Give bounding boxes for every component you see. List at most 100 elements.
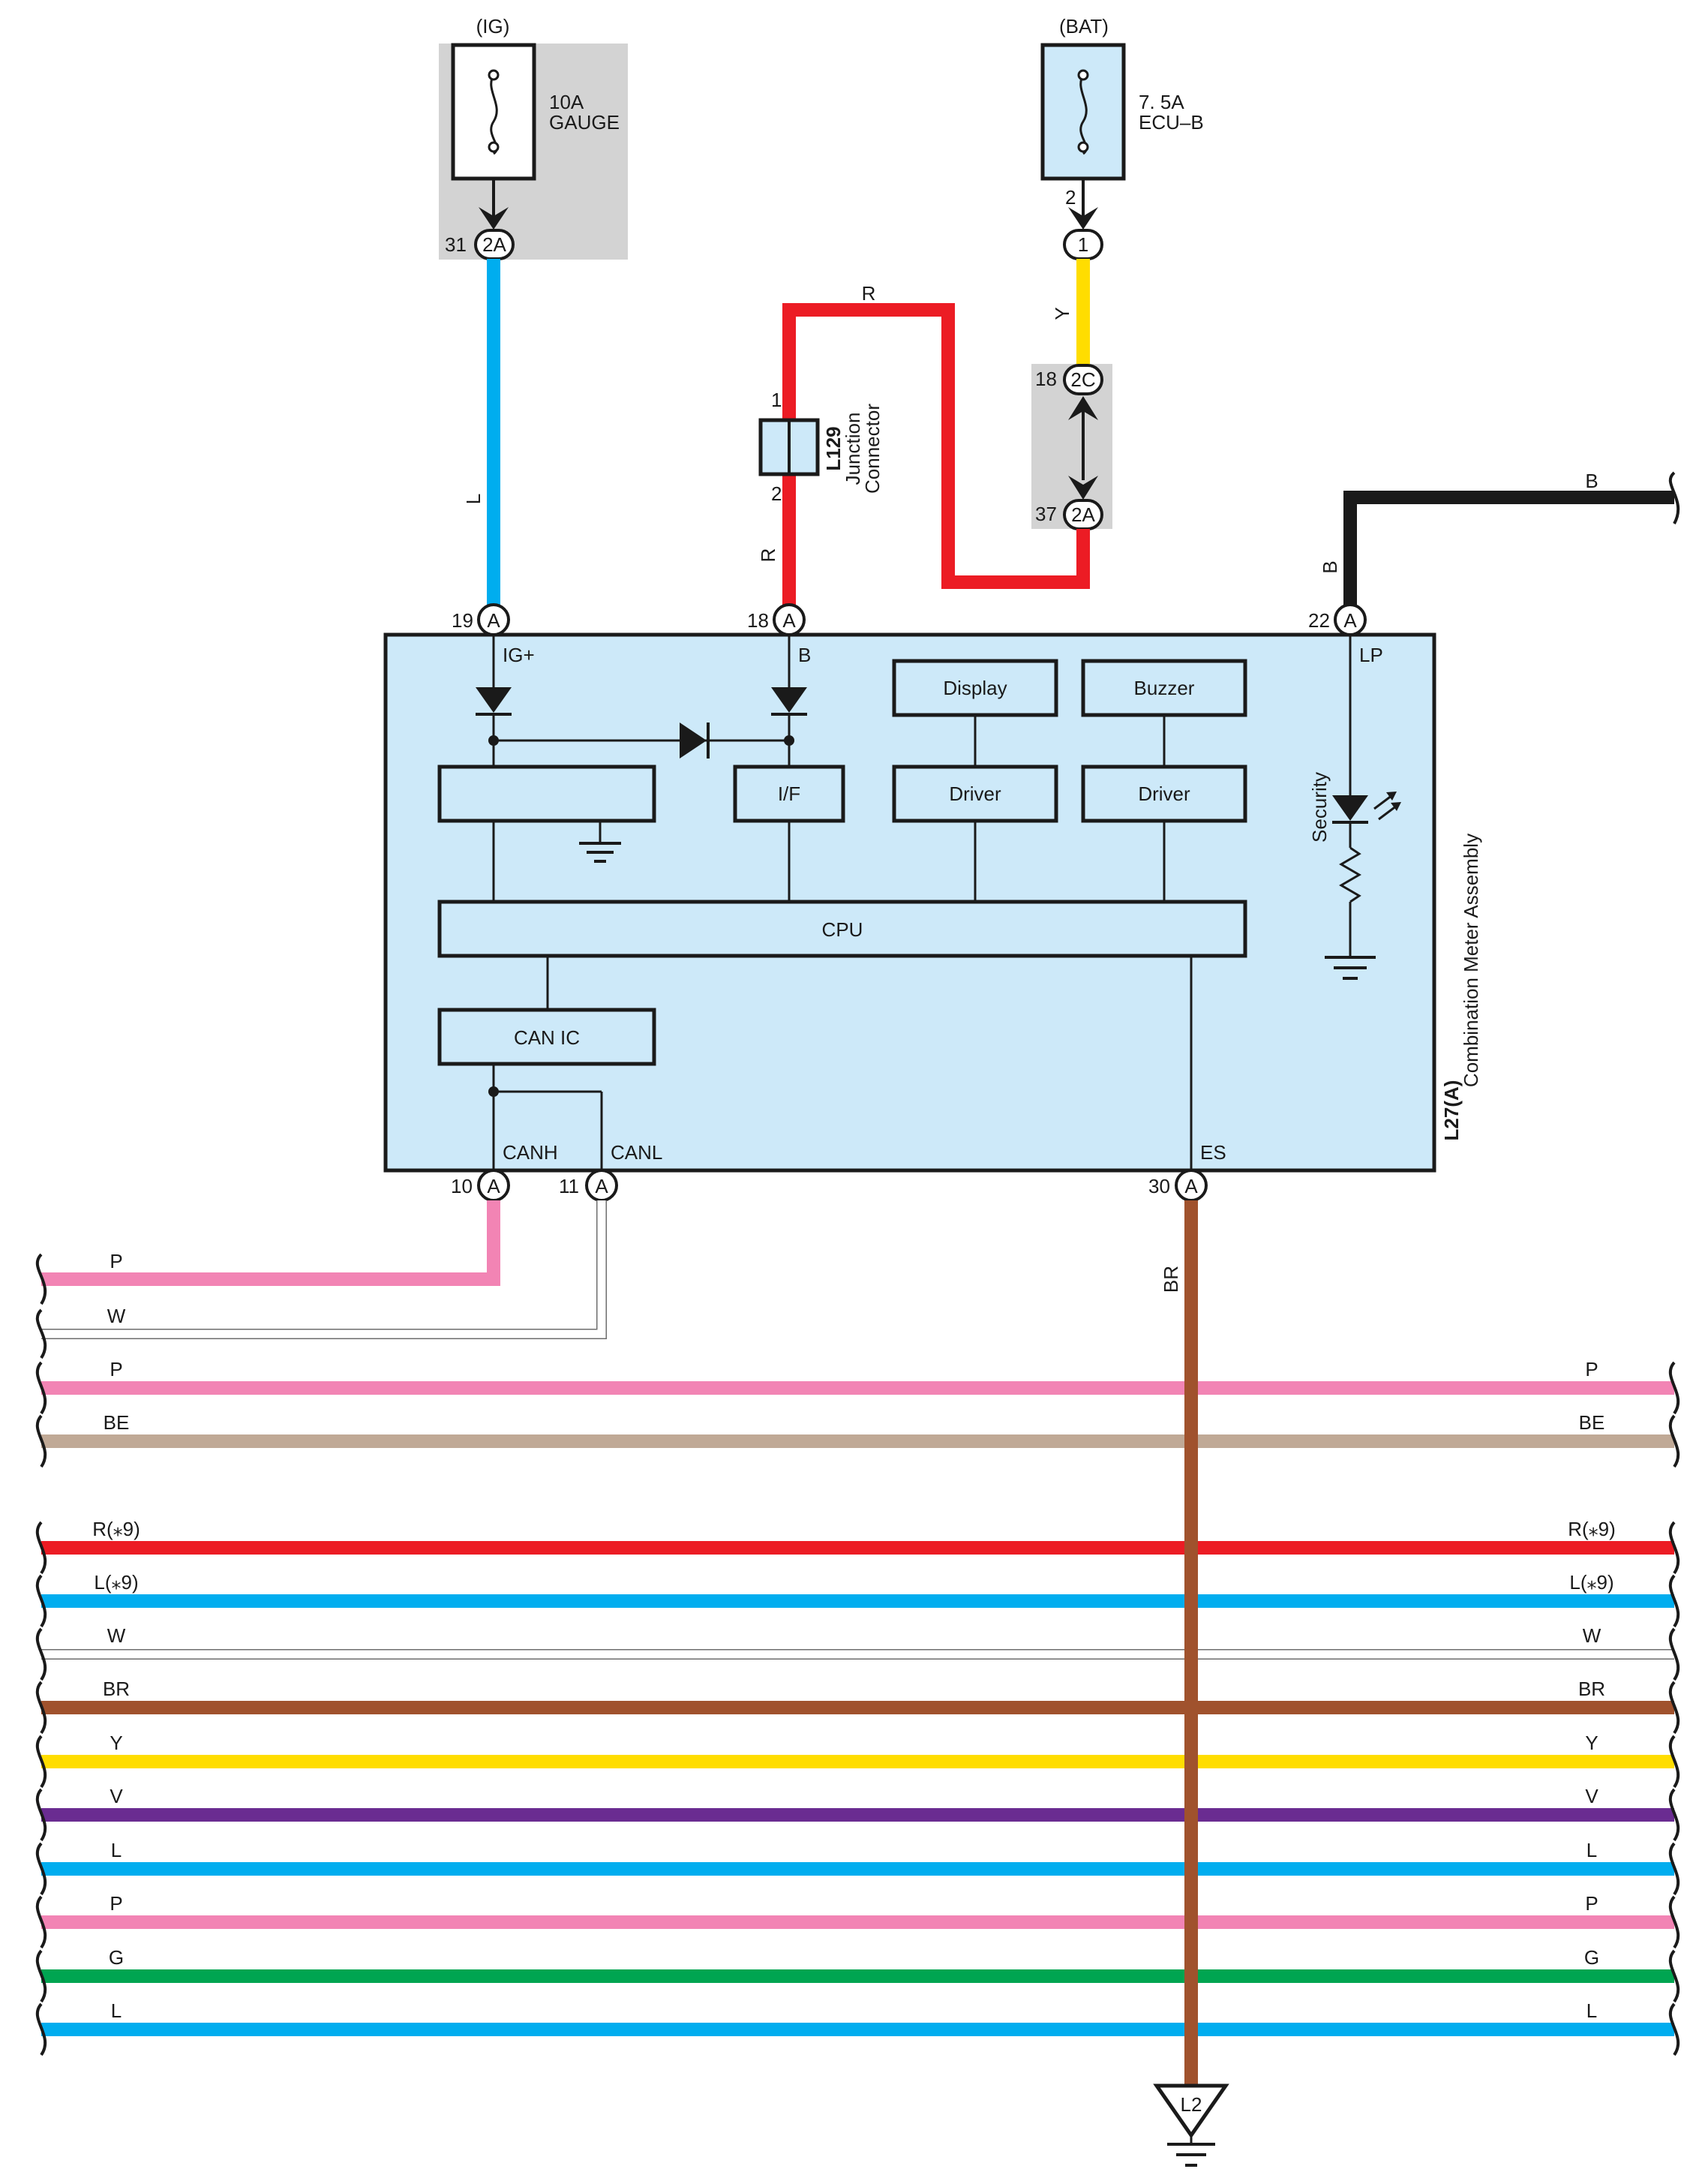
wire-break-icon — [35, 1681, 47, 1735]
junction-pin-bottom: 37 — [1035, 503, 1057, 525]
bus-wire-left-label: BR — [103, 1678, 130, 1700]
bat-wire-label: Y — [1051, 307, 1073, 320]
b-diode-icon — [771, 687, 807, 713]
buzzer-block — [1081, 659, 1247, 717]
l129-code: L129 — [822, 426, 845, 470]
ig-connector-label: 2A — [482, 233, 506, 256]
bat-source-label: (BAT) — [1059, 15, 1109, 38]
b-wire-top-label: R — [862, 282, 876, 305]
ground-label: L2 — [1181, 2093, 1202, 2116]
pin-canl-label: CANL — [611, 1141, 662, 1164]
bat-fuse-name: ECU–B — [1139, 111, 1204, 134]
wire-break-icon — [35, 1574, 47, 1628]
display-label: Display — [943, 677, 1007, 699]
lp-wire-break-icon — [1668, 471, 1680, 524]
bat-connector-label: 1 — [1078, 233, 1088, 256]
wire-break-icon — [1668, 1521, 1680, 1575]
bat-fuse-amp: 7. 5A — [1139, 91, 1184, 113]
security-resistor-icon — [1339, 846, 1361, 903]
bat-arrow-icon — [1068, 207, 1098, 230]
canh-wire-label: P — [110, 1250, 122, 1272]
pin-b-label: B — [798, 644, 811, 666]
pin-canl: CANL 11 A — [559, 1141, 662, 1202]
pin-canl-conn: A — [595, 1175, 608, 1197]
bus-wire-left-label: R(⁎9) — [92, 1518, 140, 1540]
ig-fuse — [451, 43, 536, 181]
junction-pin-top: 18 — [1035, 368, 1057, 390]
ig-source-label: (IG) — [476, 15, 510, 38]
pin-b-number: 18 — [747, 609, 769, 632]
canl-wire-break-icon — [35, 1308, 47, 1359]
bus-wire-left-label: P — [110, 1358, 122, 1380]
wire-break-icon — [1668, 2002, 1680, 2056]
ig-diode-icon — [476, 687, 512, 713]
bus-wire-right-label: L — [1586, 1839, 1597, 1861]
pin-b: 18 A B — [747, 603, 811, 690]
lp-wire-side-label: B — [1319, 560, 1341, 573]
pin-es-conn: A — [1184, 1175, 1198, 1197]
pin-ig: 19 A IG+ — [452, 603, 535, 690]
wire-break-icon — [35, 1361, 47, 1415]
wire-break-icon — [35, 1788, 47, 1842]
bat-fuse-pin: 2 — [1065, 186, 1076, 209]
wire-break-icon — [35, 1627, 47, 1681]
canl-wire — [41, 1200, 606, 1338]
pin-lp-label: LP — [1359, 644, 1383, 666]
bus-wire-right-label: W — [1583, 1624, 1601, 1647]
bus-wire-right-label: Y — [1585, 1732, 1598, 1754]
bus-wire-right-label: G — [1584, 1946, 1599, 1969]
pin-canl-number: 11 — [559, 1175, 579, 1197]
led-light-rays-icon — [1373, 792, 1401, 821]
ground-icon — [1167, 2135, 1215, 2167]
wire-break-icon — [35, 1949, 47, 2003]
display-driver-label: Driver — [949, 783, 1001, 805]
internal-ground-icon — [579, 842, 621, 863]
bus-wire-left-label: L — [111, 1999, 122, 2022]
canh-wire-break-icon — [35, 1253, 47, 1305]
ig-arrow-icon — [479, 207, 509, 230]
ig-fuse-amp: 10A — [549, 91, 584, 113]
wire-break-icon — [1668, 1735, 1680, 1789]
buzzer-driver-block — [1081, 765, 1247, 823]
bat-fuse — [1040, 43, 1126, 181]
security-led-icon — [1332, 795, 1368, 821]
pin-b-conn: A — [782, 609, 796, 632]
display-block — [892, 659, 1058, 717]
ig-pin-number: 31 — [445, 233, 467, 256]
junction-conn-bottom-label: 2A — [1071, 503, 1095, 526]
wire-break-icon — [1668, 1414, 1680, 1468]
module-name: Combination Meter Assembly — [1460, 834, 1482, 1087]
bus-wire-right-label: P — [1585, 1358, 1598, 1380]
interface-label: I/F — [778, 783, 800, 805]
pin-canh-conn: A — [487, 1175, 500, 1197]
l129-name-line1: Junction — [842, 413, 864, 485]
cpu-label: CPU — [822, 918, 863, 941]
wire-break-icon — [1668, 1842, 1680, 1896]
ground-triangle — [1153, 2083, 1229, 2139]
bus-wire-right-label: BR — [1578, 1678, 1605, 1700]
pin-lp: 22 A LP — [1308, 603, 1383, 795]
pin-ig-number: 19 — [452, 609, 473, 632]
bus-wire-left-label: BE — [104, 1411, 130, 1434]
bus-wire-right-label: L — [1586, 1999, 1597, 2022]
wire-break-icon — [1668, 1574, 1680, 1628]
bus-wire-right-label: P — [1585, 1892, 1598, 1915]
canl-wire-label: W — [107, 1305, 126, 1327]
pin-lp-conn: A — [1343, 609, 1357, 632]
wire-break-icon — [1668, 1361, 1680, 1415]
wire-break-icon — [35, 1521, 47, 1575]
l129-name-line2: Connector — [861, 404, 884, 494]
bus-wire-left-label: G — [109, 1946, 124, 1969]
pin-es: ES 30 A — [1148, 1141, 1226, 1202]
junction-conn-top-label: 2C — [1070, 368, 1095, 391]
pin-es-label: ES — [1200, 1141, 1226, 1164]
cpu-block — [437, 900, 1247, 958]
wire-break-icon — [1668, 1681, 1680, 1735]
wire-break-icon — [35, 1842, 47, 1896]
pin-canh: CANH 10 A — [451, 1141, 558, 1202]
junction-up-arrow-icon — [1068, 396, 1098, 420]
bus-wire-left-label: P — [110, 1892, 122, 1915]
can-ic-block — [437, 1008, 656, 1066]
power-block — [437, 765, 656, 823]
